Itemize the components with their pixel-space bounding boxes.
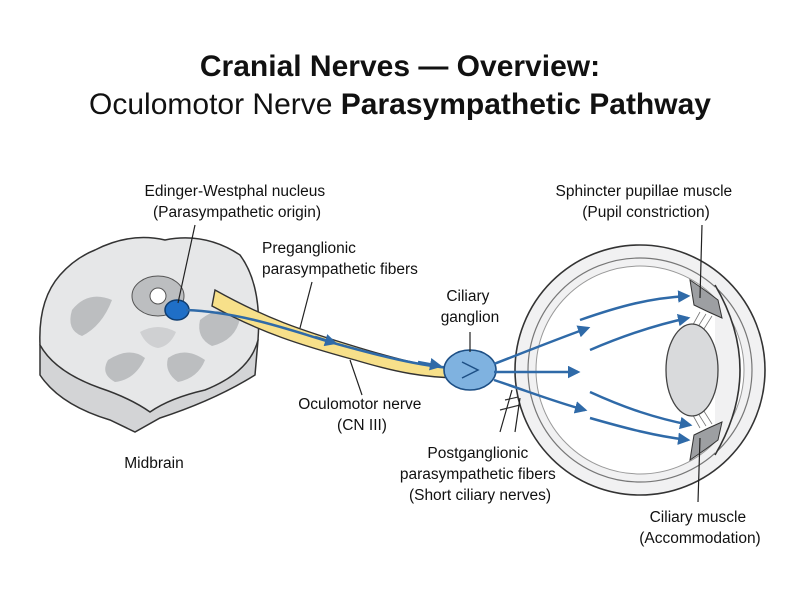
label-postganglionic: Postganglionic parasympathetic fibers (S… <box>400 445 560 504</box>
ciliary-ganglion <box>443 349 497 391</box>
title-bold: Parasympathetic Pathway <box>340 88 711 121</box>
label-ciliary-ganglion: Ciliary ganglion <box>441 288 500 326</box>
leader-lines <box>177 224 703 503</box>
midbrain-section <box>39 236 260 433</box>
eyeball <box>514 244 766 496</box>
title-line-2: Oculomotor Nerve Parasympathetic Pathway <box>0 88 800 122</box>
label-sphincter-pupillae: Sphincter pupillae muscle (Pupil constri… <box>556 183 737 221</box>
title-line-1: Cranial Nerves — Overview: <box>199 50 601 83</box>
lens <box>665 323 719 417</box>
label-oculomotor-nerve: Oculomotor nerve (CN III) <box>298 396 426 434</box>
title-plain: Oculomotor Nerve <box>89 88 333 121</box>
label-preganglionic: Preganglionic parasympathetic fibers <box>262 240 418 278</box>
label-ew-nucleus: Edinger-Westphal nucleus (Parasympatheti… <box>145 183 330 221</box>
label-midbrain: Midbrain <box>124 455 183 472</box>
edinger-westphal-nucleus <box>164 299 190 321</box>
postganglionic-fibers <box>493 290 693 445</box>
label-ciliary-muscle: Ciliary muscle (Accommodation) <box>639 509 760 547</box>
